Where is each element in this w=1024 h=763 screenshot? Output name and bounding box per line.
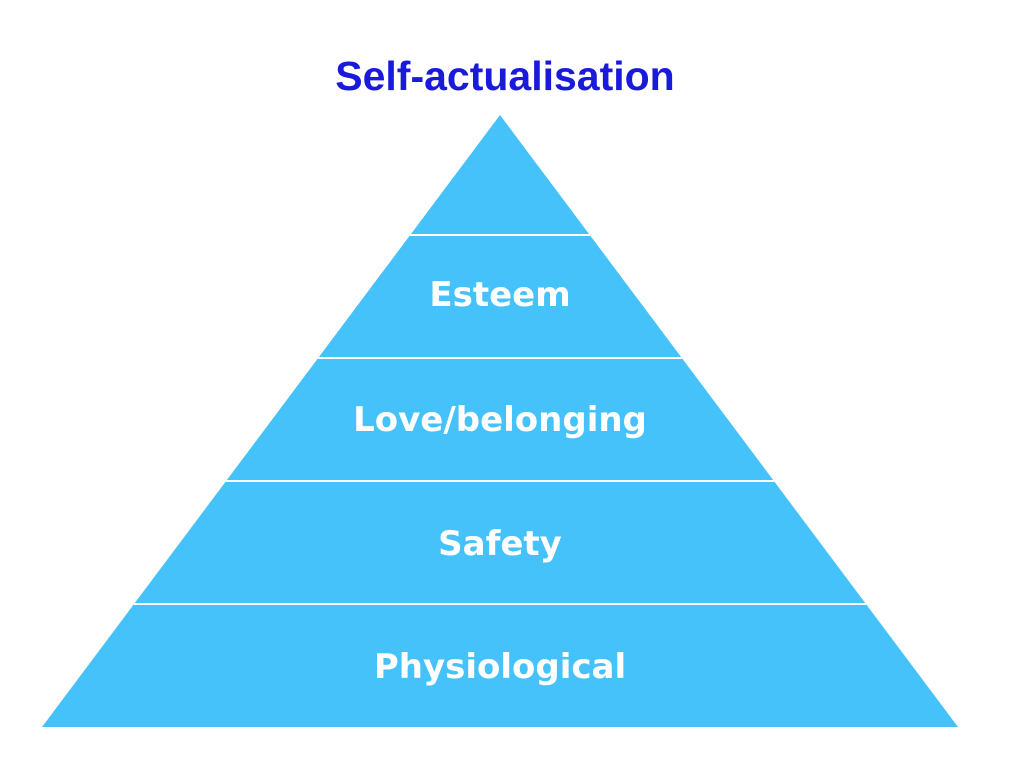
- level-label-love-belonging: Love/belonging: [353, 400, 647, 440]
- level-label-esteem: Esteem: [429, 275, 570, 315]
- level-label-physiological: Physiological: [374, 647, 626, 687]
- level-label-safety: Safety: [438, 524, 562, 564]
- self-actualisation-label: Self-actualisation: [335, 53, 675, 99]
- pyramid-body: [42, 115, 958, 727]
